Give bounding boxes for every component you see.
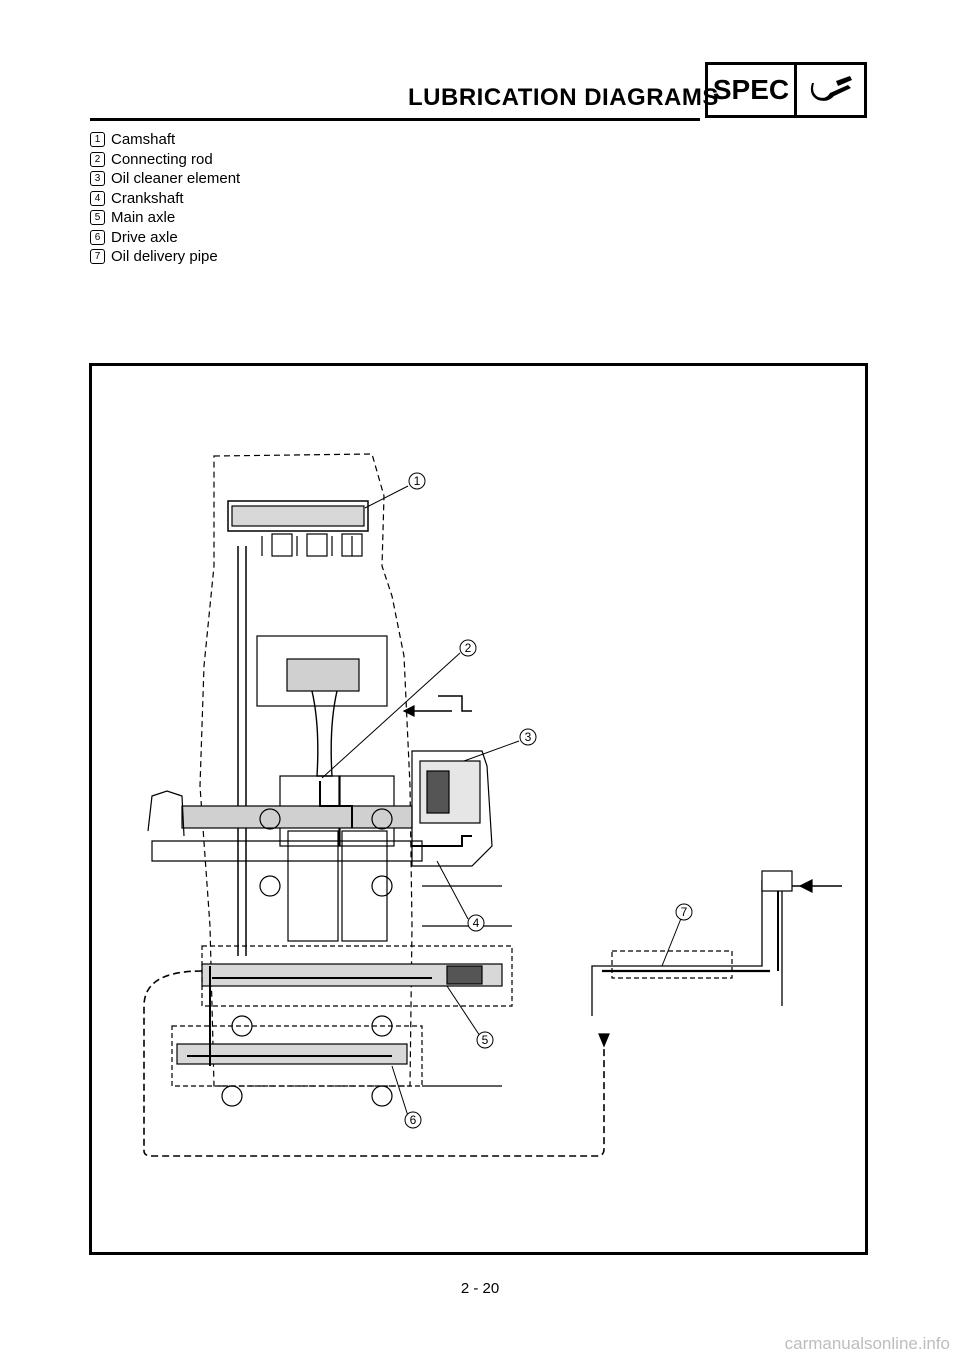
callout-label: 4 — [473, 916, 480, 930]
callout-label: 3 — [525, 730, 532, 744]
callout-7: 7 — [675, 903, 693, 921]
callout-label: 1 — [414, 474, 421, 488]
spec-badge: SPEC — [705, 62, 867, 118]
lubrication-diagram-figure: 1 2 3 4 5 6 7 — [89, 363, 868, 1255]
legend-item: 7 Oil delivery pipe — [90, 247, 240, 267]
wrench-icon — [797, 65, 864, 115]
callout-6: 6 — [404, 1111, 422, 1129]
engine-cross-section-drawing: 1 2 3 4 5 6 7 — [143, 453, 842, 1157]
callout-label: 5 — [482, 1033, 489, 1047]
legend-number: 2 — [90, 151, 105, 167]
legend-label: Crankshaft — [111, 189, 184, 207]
legend-label: Camshaft — [111, 131, 176, 148]
legend-label: Oil cleaner element — [111, 170, 241, 187]
legend-number: 7 — [90, 249, 105, 265]
legend-number: 6 — [90, 229, 105, 245]
header-rule — [90, 118, 700, 121]
callout-label: 7 — [681, 905, 688, 919]
legend-list: 1 Camshaft 2 Connecting rod 3 Oil cleaner e… — [90, 130, 240, 267]
legend-number: 4 — [90, 190, 105, 206]
callout-5: 5 — [476, 1031, 494, 1049]
legend-item: 5 Main axle — [90, 208, 240, 228]
legend-label: Main axle — [111, 209, 176, 226]
callout-label: 6 — [410, 1113, 417, 1127]
legend-item: 6 Drive axle — [90, 228, 240, 248]
callout-4: 4 — [467, 914, 485, 932]
legend-label: Connecting rod — [111, 150, 213, 168]
callout-1: 1 — [408, 472, 426, 490]
legend-label: Oil delivery pipe — [111, 248, 218, 265]
callout-label: 2 — [465, 641, 472, 655]
legend-item: 1 Camshaft — [90, 130, 240, 150]
legend-number: 3 — [90, 171, 105, 187]
page-title: LUBRICATION DIAGRAMS — [408, 84, 719, 111]
watermark: carmanualsonline.info — [784, 1334, 950, 1353]
legend-number: 5 — [90, 210, 105, 226]
legend-label: Drive axle — [111, 228, 178, 246]
callout-2: 2 — [459, 639, 477, 657]
page-number: 2 - 20 — [460, 1280, 500, 1297]
spec-label: SPEC — [708, 65, 797, 115]
callout-3: 3 — [519, 728, 537, 746]
legend-item: 2 Connecting rod — [90, 150, 240, 170]
legend-item: 3 Oil cleaner element — [90, 169, 240, 189]
legend-number: 1 — [90, 132, 105, 148]
legend-item: 4 Crankshaft — [90, 189, 240, 209]
